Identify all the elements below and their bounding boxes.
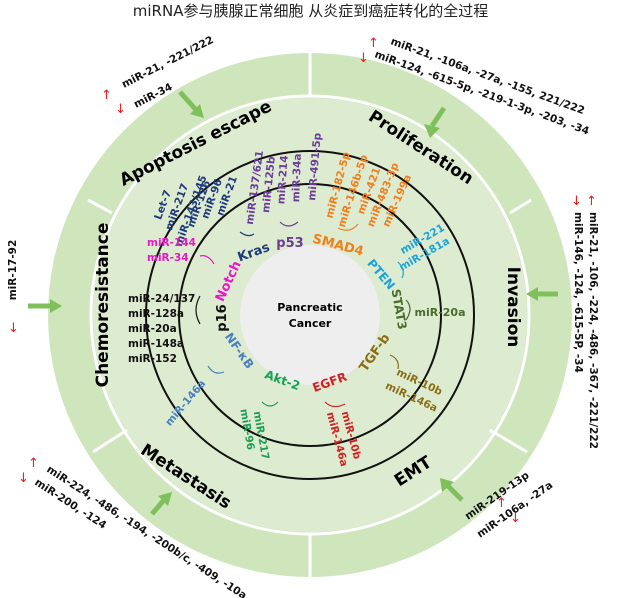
metastasis-arrow-icon bbox=[150, 498, 166, 516]
down-arrow-icon: ↓ bbox=[18, 471, 29, 486]
gene-stat3: STAT3 bbox=[389, 288, 410, 331]
svg-text:miR-146, -124, -615-5P, -34: miR-146, -124, -615-5P, -34 bbox=[572, 212, 584, 373]
up-arrow-icon: ↑ bbox=[496, 496, 507, 511]
process-invasion: Invasion bbox=[503, 267, 523, 348]
svg-text:miR-20a: miR-20a bbox=[128, 323, 177, 335]
apoptosis-arrow-icon bbox=[178, 90, 200, 114]
svg-text:miR-24/137: miR-24/137 bbox=[128, 293, 195, 305]
svg-text:miR-152: miR-152 bbox=[128, 353, 177, 365]
stat3-mir: miR-20a bbox=[415, 306, 466, 319]
down-arrow-icon: ↓ bbox=[115, 102, 126, 117]
svg-text:miR-144: miR-144 bbox=[147, 237, 196, 249]
down-arrow-icon: ↓ bbox=[510, 511, 521, 526]
notch-mirs: miR-144 miR-34 bbox=[147, 237, 196, 264]
svg-text:miR-34: miR-34 bbox=[147, 252, 189, 264]
proliferation-arrow-icon bbox=[429, 106, 447, 128]
up-arrow-icon: ↑ bbox=[28, 456, 39, 471]
gene-p16: p16 bbox=[215, 304, 230, 331]
down-arrow-icon: ↓ bbox=[8, 321, 19, 336]
chemo-mir: miR-17-92 bbox=[7, 240, 19, 301]
up-arrow-icon: ↑ bbox=[368, 36, 379, 51]
gene-ring-border bbox=[145, 150, 475, 480]
gene-ring-inner bbox=[178, 183, 442, 447]
center-label-1: Pancreatic bbox=[277, 301, 342, 314]
up-arrow-icon: ↑ bbox=[101, 88, 112, 103]
emt-arrow-icon bbox=[446, 484, 464, 502]
p16-mirs: miR-24/137 miR-128a miR-20a miR-148a miR… bbox=[128, 293, 195, 365]
center-label-2: Cancer bbox=[289, 317, 332, 330]
down-arrow-icon: ↓ bbox=[358, 51, 369, 66]
svg-text:miR-214: miR-214 bbox=[275, 155, 290, 205]
up-arrow-icon: ↑ bbox=[586, 194, 597, 209]
process-chemoresistance: Chemoresistance bbox=[93, 223, 113, 388]
mir-491: miR-491-5p bbox=[306, 132, 324, 201]
invasion-outer: miR-21, -106, -224, -486, -367, -221/222… bbox=[572, 212, 599, 449]
down-arrow-icon: ↓ bbox=[571, 194, 582, 209]
svg-text:miR-125b: miR-125b bbox=[260, 156, 278, 214]
kras-mirs: miR-21 miR-96 miR-126 miR-143/145 miR-21… bbox=[152, 174, 240, 248]
svg-text:miR-34a: miR-34a bbox=[290, 153, 304, 202]
figure-title: miRNA参与胰腺正常细胞 从炎症到癌症转化的全过程 bbox=[132, 2, 489, 20]
svg-text:miR-148a: miR-148a bbox=[128, 338, 184, 350]
gene-p53: p53 bbox=[276, 236, 303, 251]
core-circle bbox=[240, 245, 380, 385]
svg-text:miR-128a: miR-128a bbox=[128, 308, 184, 320]
svg-text:miR-21, -106, -224, -486, -367: miR-21, -106, -224, -486, -367, -221/222 bbox=[587, 212, 599, 449]
